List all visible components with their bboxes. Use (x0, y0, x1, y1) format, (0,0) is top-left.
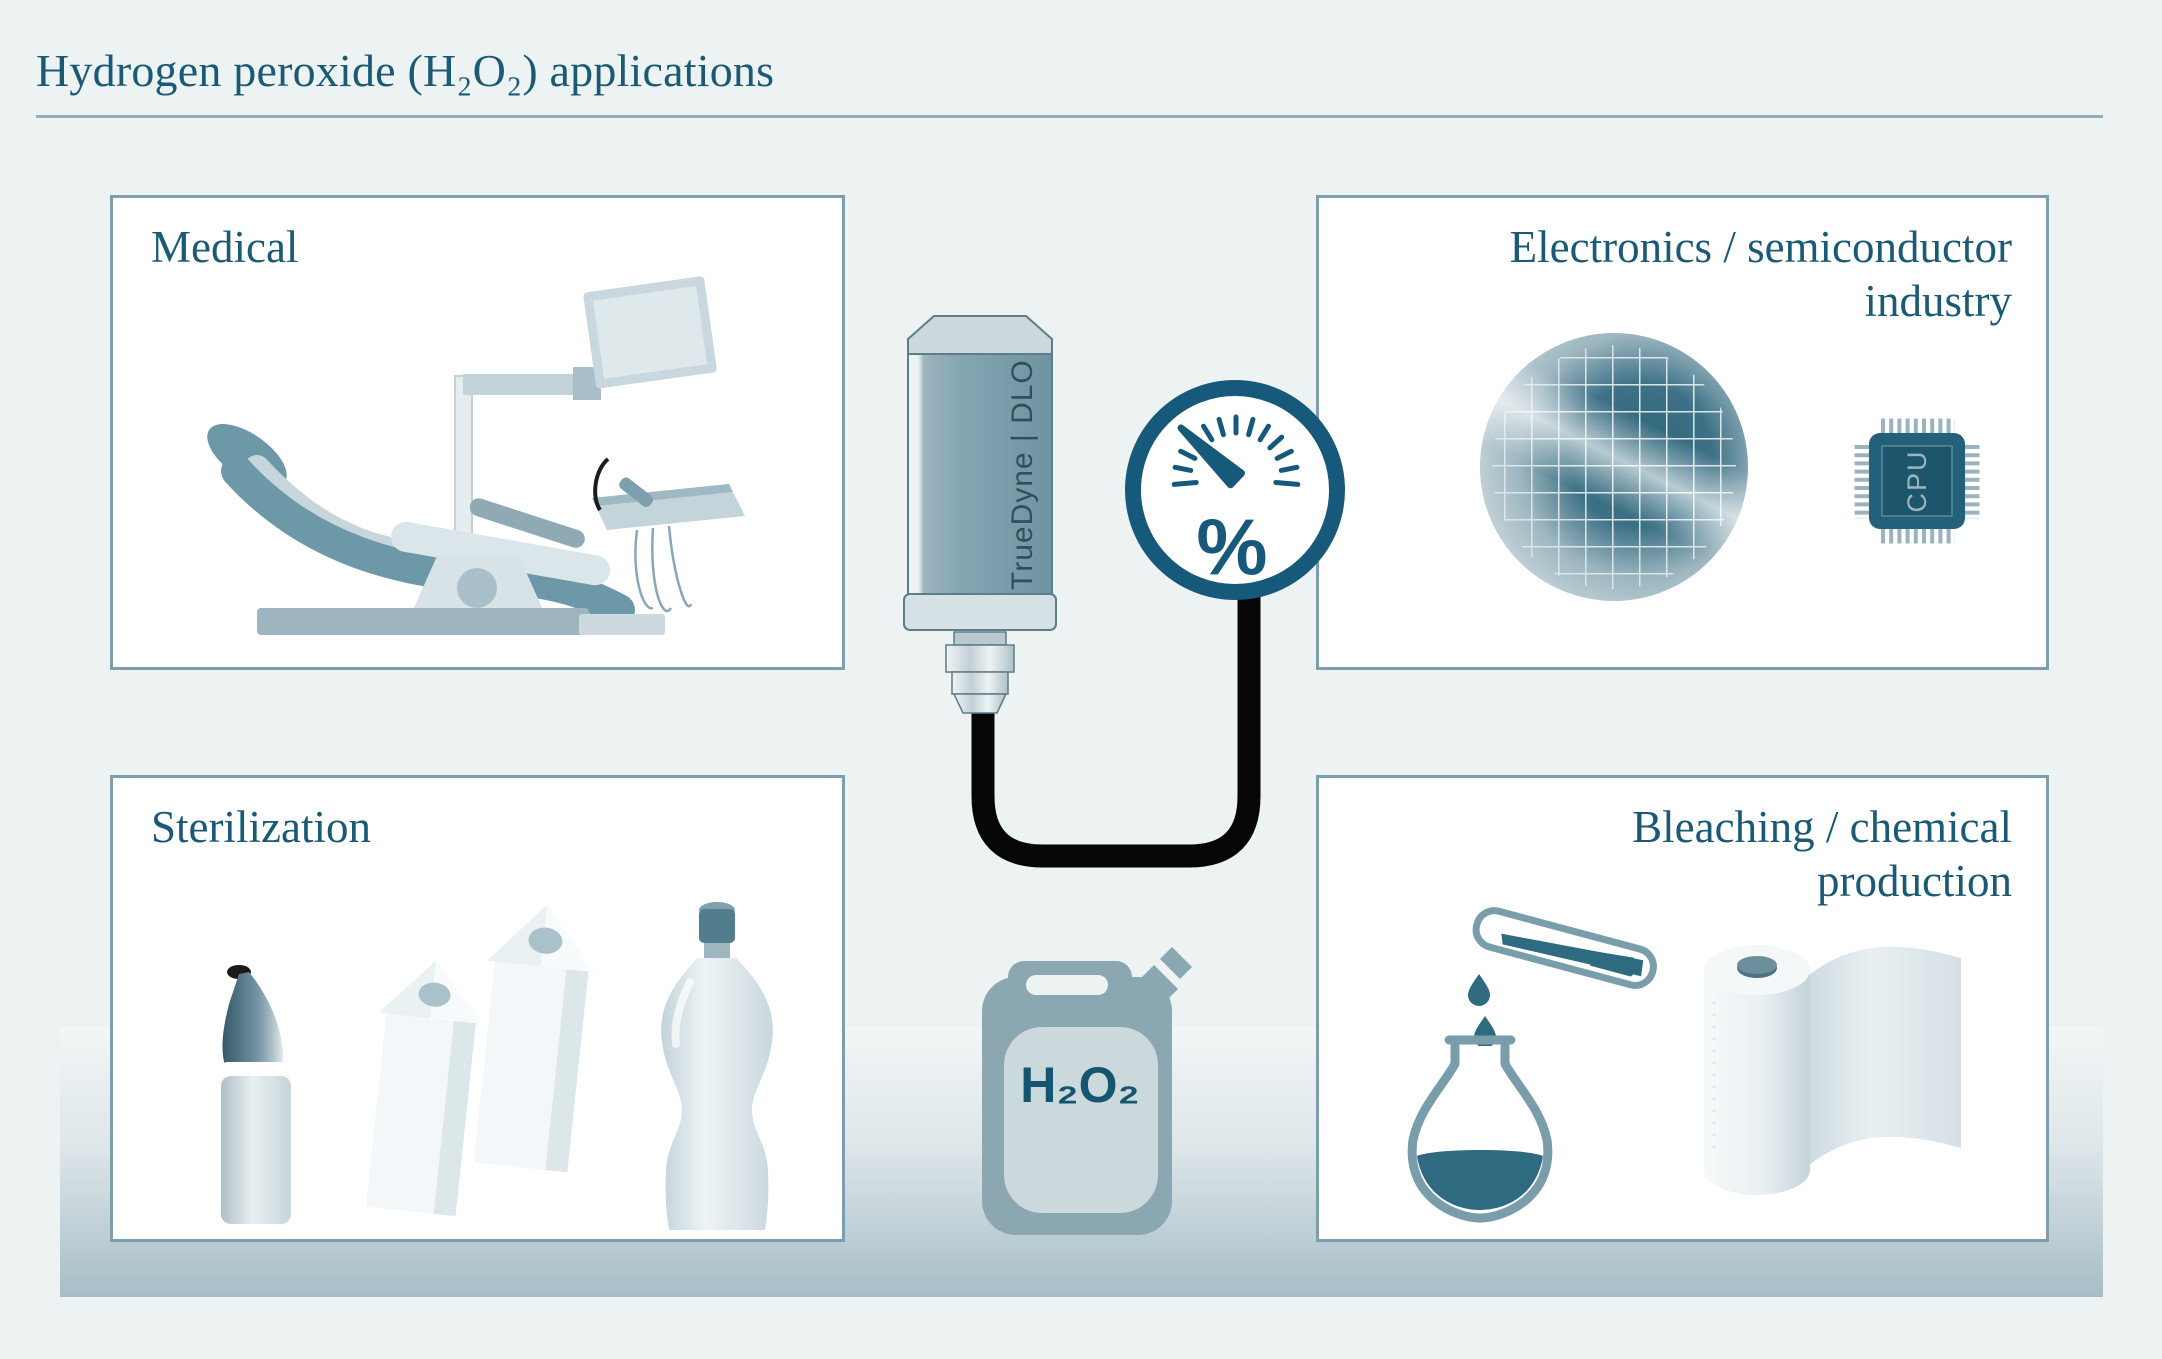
sensor-body (907, 353, 1053, 595)
test-tube-illustration (1472, 907, 1657, 989)
medical-title: Medical (151, 222, 299, 272)
pedestal-joint (457, 568, 497, 608)
cpu-label: CPU (1902, 449, 1932, 512)
canister-label: H₂O₂ (1020, 1057, 1139, 1113)
handpiece (619, 477, 654, 508)
electronics-title-line1: Electronics / semiconductor (1509, 222, 2012, 272)
sensor-base (903, 593, 1057, 631)
chair-base (257, 608, 589, 635)
h2o2-canister-illustration: H₂O₂ (982, 947, 1192, 1235)
plastic-bottle-illustration (661, 902, 773, 1230)
canister-handle-slot (1026, 975, 1108, 995)
sensor-cap (907, 315, 1053, 355)
panel-sterilization: Sterilization (110, 775, 845, 1242)
panel-electronics: Electronics / semiconductor industry (1316, 195, 2049, 670)
armrest (469, 498, 585, 548)
sterilization-title: Sterilization (151, 802, 371, 852)
sensor-device-illustration: TrueDyne | DLO (903, 315, 1057, 714)
aseptic-vial-illustration (219, 965, 293, 1224)
bleaching-title: Bleaching / chemical production (1632, 800, 2012, 908)
base-pad (579, 614, 665, 635)
beverage-cartons-illustration (366, 904, 595, 1217)
gland-neck (953, 631, 1007, 646)
panel-bleaching: Bleaching / chemical production (1316, 775, 2049, 1242)
sterilization-illustration (219, 902, 773, 1230)
gland-tip (952, 693, 1008, 714)
silicon-wafer-illustration (1480, 333, 1748, 601)
flask-illustration (1407, 1035, 1553, 1223)
paper-roll-illustration (1704, 945, 1961, 1195)
tray-tube (634, 529, 654, 610)
bleaching-title-line1: Bleaching / chemical (1632, 802, 2012, 852)
carton-back (473, 904, 595, 1173)
gauge-needle (1177, 424, 1245, 489)
connection-cable (971, 584, 1261, 868)
electronics-title-line2: industry (1864, 276, 2012, 326)
title-divider (36, 115, 2103, 118)
chip-die (1881, 445, 1953, 517)
wafer-disc (1480, 333, 1748, 601)
carton-front (366, 960, 482, 1217)
monitor-screen (583, 276, 717, 389)
paper-sheet (1799, 946, 1961, 1174)
electronics-title: Electronics / semiconductor industry (1510, 220, 2012, 328)
page-title: Hydrogen peroxide (H₂O₂) applications (36, 45, 775, 96)
seat-cushion (390, 521, 611, 586)
gauge-ring (1125, 380, 1345, 600)
cpu-chip-illustration: CPU (1854, 418, 1980, 544)
sensor-label: TrueDyne | DLO (1006, 359, 1039, 590)
tray-tube (651, 527, 673, 613)
dental-chair-illustration (207, 276, 745, 635)
gland-nut (945, 644, 1015, 673)
monitor-arm (463, 374, 581, 395)
bleaching-title-line2: production (1817, 856, 2012, 906)
panel-medical: Medical (110, 195, 845, 670)
tray-tube (667, 525, 693, 608)
tray-edge (592, 484, 733, 506)
concentration-gauge: % (1125, 380, 1345, 600)
gland-ring (951, 671, 1009, 695)
bleaching-illustration (1407, 907, 1961, 1223)
gauge-percent-label: % (1196, 503, 1267, 592)
canister-label-area (1004, 1027, 1158, 1213)
instrument-arm (593, 457, 610, 512)
sensor-and-gauge-illustration: TrueDyne | DLO % (903, 315, 1345, 868)
